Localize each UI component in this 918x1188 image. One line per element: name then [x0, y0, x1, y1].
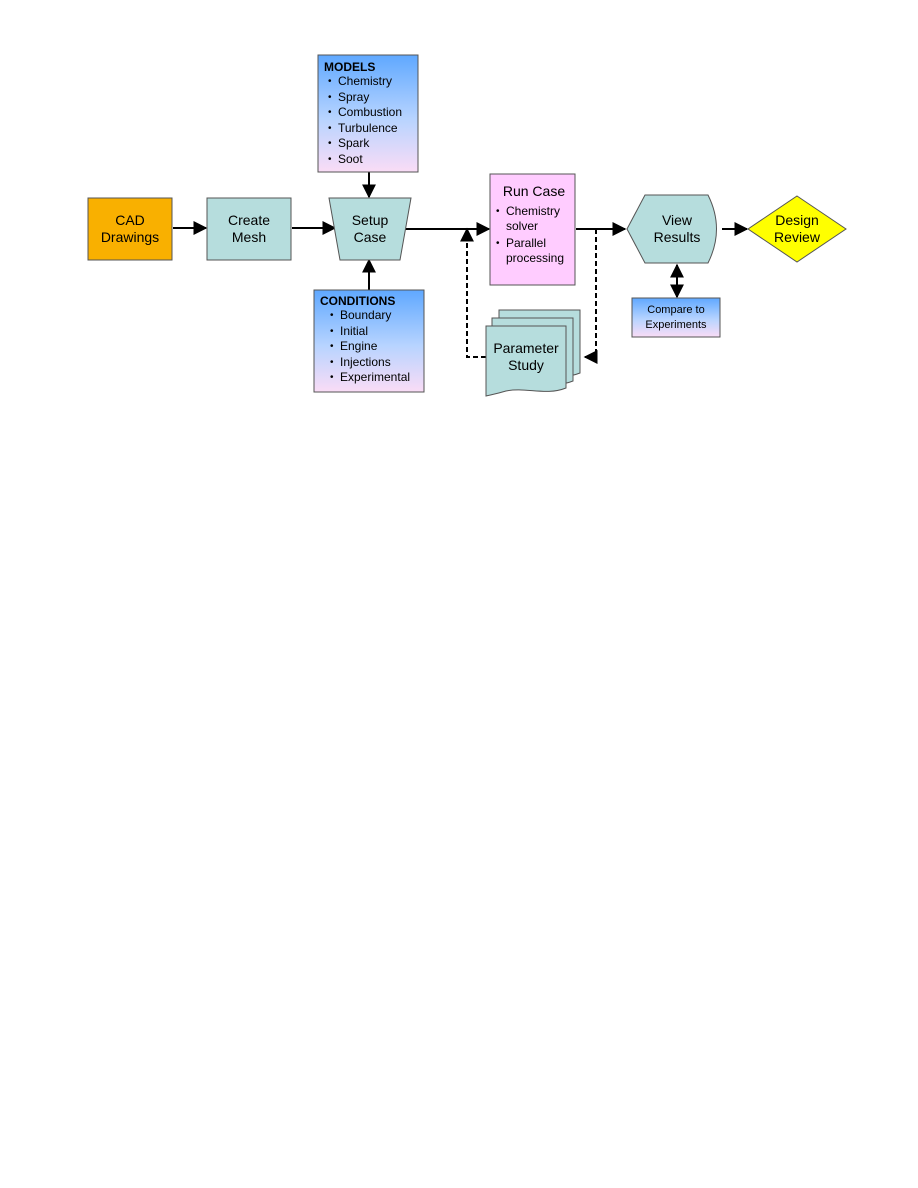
run-case-item: Parallel processing — [494, 236, 568, 266]
models-title: MODELS — [324, 60, 376, 74]
create-mesh-line1: Create — [227, 212, 271, 228]
compare-label: Compare to Experiments — [632, 298, 720, 337]
create-mesh-box — [206, 197, 292, 261]
cad-drawings-label: CAD Drawings — [88, 198, 172, 260]
models-item: Chemistry — [324, 74, 418, 90]
models-panel: MODELS Chemistry Spray Combustion Turbul… — [324, 60, 418, 168]
setup-case-shape — [328, 197, 412, 261]
parameter-study-stack — [485, 309, 581, 397]
design-review-line1: Design — [775, 212, 819, 228]
design-review-diamond — [747, 195, 847, 263]
parameter-study-line1: Parameter — [493, 340, 559, 356]
models-item: Turbulence — [324, 121, 418, 137]
conditions-item: Experimental — [326, 370, 424, 386]
models-item: Combustion — [324, 105, 418, 121]
conditions-panel: CONDITIONS Boundary Initial Engine Injec… — [320, 294, 424, 386]
run-case-panel: Run Case Chemistry solver Parallel proce… — [494, 183, 574, 266]
view-results-line1: View — [661, 212, 693, 228]
models-list: Chemistry Spray Combustion Turbulence Sp… — [324, 74, 418, 168]
dashed-arrow-param-to-setup-line — [460, 227, 486, 358]
create-mesh-line2: Mesh — [231, 229, 267, 245]
compare-box — [631, 297, 721, 338]
run-case-list: Chemistry solver Parallel processing — [494, 204, 574, 266]
conditions-item: Boundary — [326, 308, 424, 324]
run-case-item: Chemistry solver — [494, 204, 568, 234]
setup-case-label: Setup Case — [330, 198, 410, 260]
cad-line1: CAD — [115, 212, 145, 228]
conditions-item: Injections — [326, 355, 424, 371]
dashed-arrow-run-to-param — [583, 229, 598, 364]
conditions-item: Engine — [326, 339, 424, 355]
parameter-study-line2: Study — [508, 357, 544, 373]
view-results-display-shape — [626, 194, 717, 264]
run-case-title: Run Case — [502, 183, 566, 199]
models-item: Soot — [324, 152, 418, 168]
design-review-line2: Review — [774, 229, 820, 245]
setup-case-line2: Case — [353, 229, 387, 245]
conditions-list: Boundary Initial Engine Injections Exper… — [320, 308, 424, 386]
compare-line1: Compare to — [647, 303, 705, 316]
models-item: Spray — [324, 90, 418, 106]
conditions-item: Initial — [326, 324, 424, 340]
view-results-label: View Results — [642, 196, 712, 262]
compare-line2: Experiments — [645, 318, 707, 331]
cad-line2: Drawings — [100, 229, 160, 245]
cad-drawings-box — [87, 197, 173, 261]
setup-case-line1: Setup — [351, 212, 389, 228]
models-item: Spark — [324, 136, 418, 152]
view-results-line2: Results — [653, 229, 701, 245]
parameter-study-label: Parameter Study — [486, 334, 566, 380]
create-mesh-label: Create Mesh — [207, 198, 291, 260]
conditions-title: CONDITIONS — [320, 294, 396, 308]
design-review-label: Design Review — [758, 209, 836, 249]
